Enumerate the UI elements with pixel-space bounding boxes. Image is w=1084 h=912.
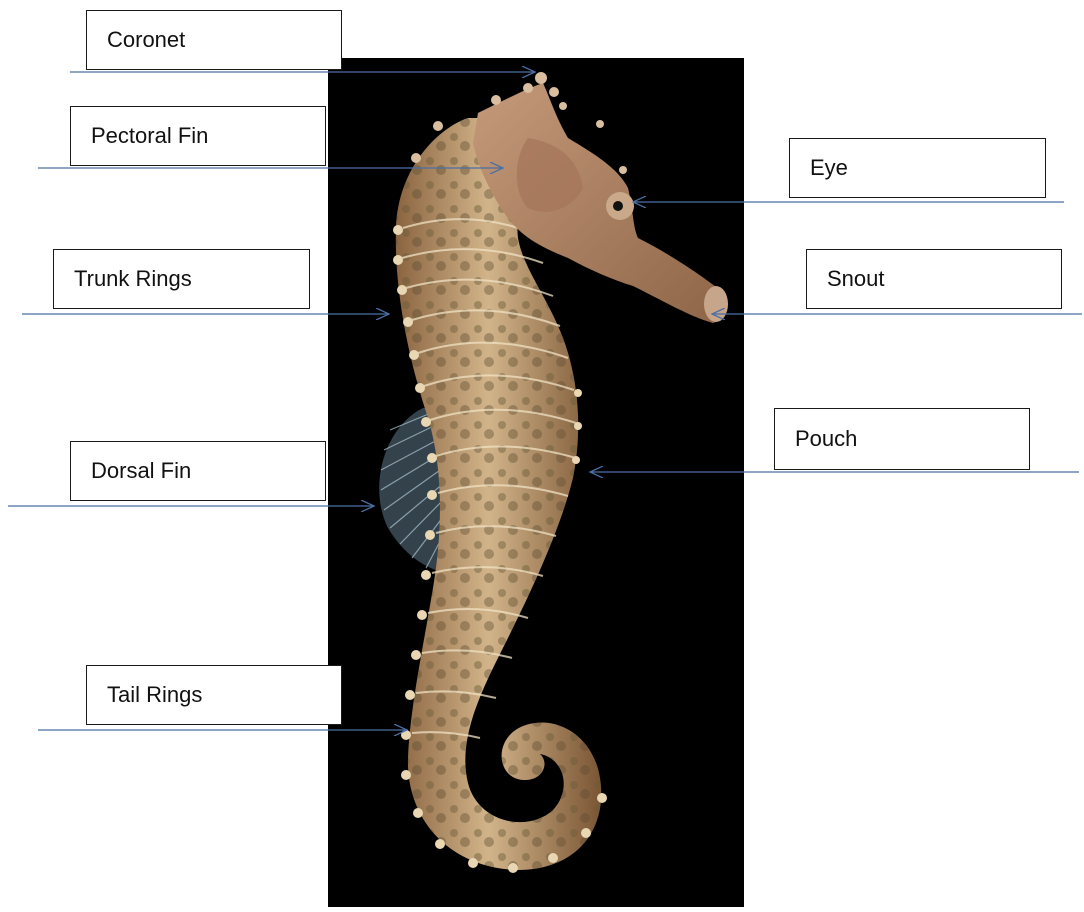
label-snout: Snout — [806, 249, 1062, 309]
label-dorsal-fin: Dorsal Fin — [70, 441, 326, 501]
label-coronet: Coronet — [86, 10, 342, 70]
label-eye: Eye — [789, 138, 1046, 198]
label-pectoral-fin: Pectoral Fin — [70, 106, 326, 166]
label-trunk-rings: Trunk Rings — [53, 249, 310, 309]
label-pouch: Pouch — [774, 408, 1030, 470]
label-tail-rings: Tail Rings — [86, 665, 342, 725]
